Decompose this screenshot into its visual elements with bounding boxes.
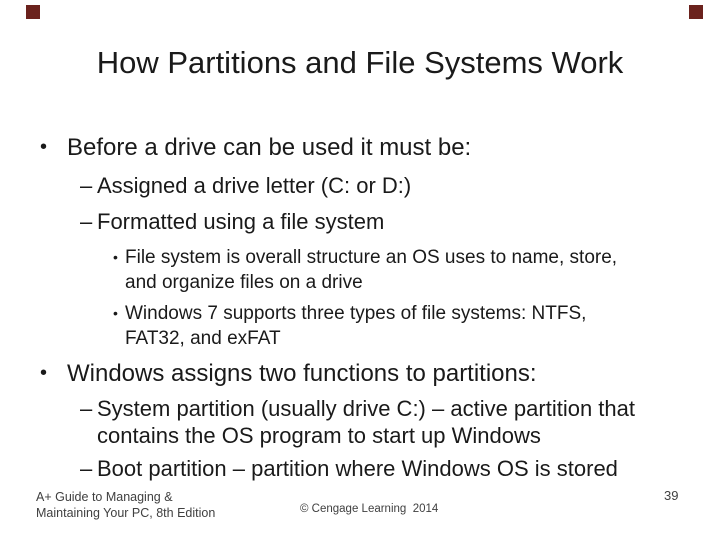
corner-accent-right — [689, 5, 703, 19]
bullet-item: – Formatted using a file system — [80, 208, 650, 235]
dash-icon: – — [80, 396, 93, 421]
dash-icon: – — [80, 209, 93, 234]
bullet-icon: • — [113, 305, 118, 321]
bullet-item: • Windows assigns two functions to parti… — [40, 359, 720, 388]
slide-body: • Before a drive can be used it must be:… — [0, 133, 720, 482]
footer-copyright: © Cengage Learning 2014 — [300, 503, 439, 515]
corner-accent-left — [26, 5, 40, 19]
footer-book-title: A+ Guide to Managing & Maintaining Your … — [36, 489, 215, 521]
footer-book-title-line2: Maintaining Your PC, 8th Edition — [36, 506, 216, 520]
dash-icon: – — [80, 456, 93, 481]
bullet-item: – Boot partition – partition where Windo… — [80, 455, 650, 482]
bullet-item: • Windows 7 supports three types of file… — [113, 301, 618, 351]
bullet-text: File system is overall structure an OS u… — [125, 247, 618, 293]
bullet-text: Formatted using a file system — [97, 209, 385, 234]
bullet-text: Windows assigns two functions to partiti… — [67, 360, 537, 387]
slide-page-number: 39 — [664, 488, 679, 503]
dash-icon: – — [80, 173, 93, 198]
bullet-text: Boot partition – partition where Windows… — [97, 456, 618, 481]
bullet-text: Before a drive can be used it must be: — [67, 134, 472, 161]
bullet-item: – Assigned a drive letter (C: or D:) — [80, 172, 650, 199]
bullet-icon: • — [40, 136, 48, 158]
bullet-icon: • — [113, 249, 118, 265]
bullet-item: • File system is overall structure an OS… — [113, 245, 618, 295]
footer-book-title-line1: A+ Guide to Managing & — [36, 490, 173, 504]
bullet-icon: • — [40, 362, 48, 384]
bullet-item: • Before a drive can be used it must be: — [40, 133, 720, 162]
bullet-text: Assigned a drive letter (C: or D:) — [97, 173, 412, 198]
bullet-item: – System partition (usually drive C:) – … — [80, 395, 650, 449]
slide-title: How Partitions and File Systems Work — [96, 45, 624, 80]
bullet-text: System partition (usually drive C:) – ac… — [97, 396, 636, 448]
bullet-text: Windows 7 supports three types of file s… — [125, 303, 587, 349]
